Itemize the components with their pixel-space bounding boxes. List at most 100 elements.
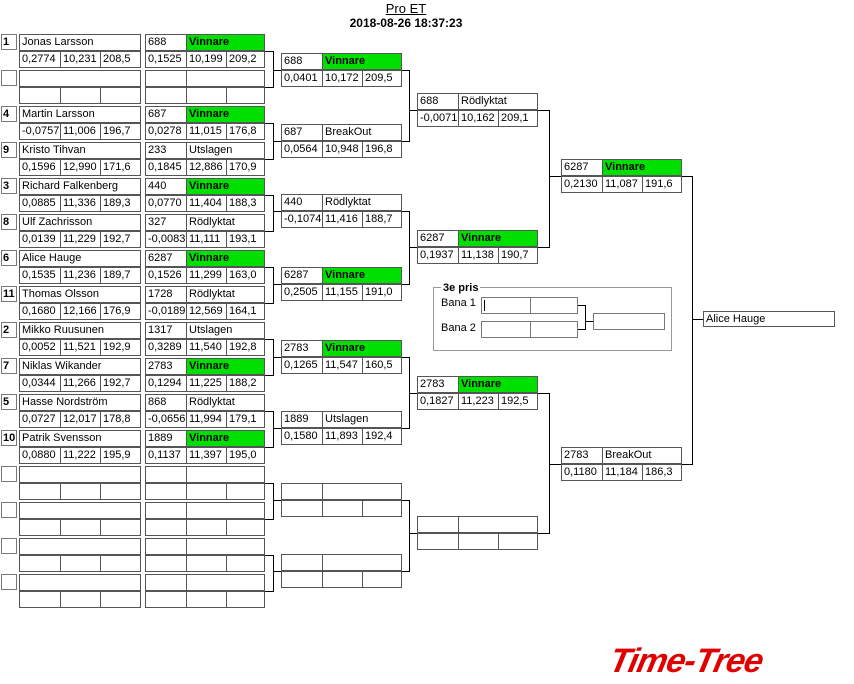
driver-name: Kristo Tihvan: [22, 144, 86, 156]
driver-name-row[interactable]: [19, 574, 141, 591]
result-times-row: [145, 555, 265, 572]
driver-name-row[interactable]: Jonas Larsson: [19, 34, 141, 51]
seed-number: [1, 466, 17, 482]
elapsed-time: [60, 520, 100, 535]
driver-name-row[interactable]: Ulf Zachrisson: [19, 214, 141, 231]
speed: 191,0: [362, 285, 401, 300]
elapsed-time: 10,199: [186, 52, 226, 67]
speed: [362, 572, 401, 587]
match-times-row: [281, 571, 402, 588]
seed-number: [1, 70, 17, 86]
lane-number: [282, 555, 322, 570]
seed-number: 1: [1, 34, 17, 50]
elapsed-time: 11,236: [60, 268, 100, 283]
reaction-time: -0,0083: [148, 233, 186, 245]
driver-name-row[interactable]: [19, 70, 141, 87]
match-result-row: [281, 554, 402, 571]
reaction-time: 0,0727: [22, 413, 56, 425]
race-result: Vinnare: [322, 268, 401, 283]
speed: 189,3: [100, 196, 140, 211]
driver-name-row[interactable]: Mikko Ruusunen: [19, 322, 141, 339]
elapsed-time: 10,948: [322, 142, 362, 157]
elapsed-time: 11,006: [60, 124, 100, 139]
speed: 190,7: [498, 248, 537, 263]
race-result: Vinnare: [458, 231, 537, 246]
lane-number: 6287: [420, 232, 445, 244]
driver-name-row[interactable]: [19, 466, 141, 483]
lane-number: [146, 503, 186, 518]
elapsed-time: [60, 88, 100, 103]
driver-name: Mikko Ruusunen: [22, 324, 104, 336]
elapsed-time: 10,172: [322, 71, 362, 86]
reaction-time: [20, 88, 60, 103]
driver-name-row[interactable]: Alice Hauge: [19, 250, 141, 267]
seed-number: 5: [1, 394, 17, 410]
driver-name-row[interactable]: Richard Falkenberg: [19, 178, 141, 195]
speed: 171,6: [100, 160, 140, 175]
lane-number: 688: [148, 36, 167, 48]
speed: 163,0: [226, 268, 264, 283]
reaction-time: 0,0139: [22, 233, 56, 245]
race-result: [458, 517, 537, 532]
elapsed-time: 11,138: [458, 248, 498, 263]
result-row: [145, 538, 265, 555]
driver-name: Hasse Nordström: [22, 396, 108, 408]
driver-name: Martin Larsson: [22, 108, 95, 120]
race-result: Vinnare: [322, 341, 401, 356]
lane-number: [146, 467, 186, 482]
match-times-row: [417, 533, 538, 550]
driver-times-row: [19, 87, 141, 104]
result-times-row: [145, 519, 265, 536]
reaction-time: [20, 484, 60, 499]
driver-times-row: [19, 483, 141, 500]
driver-name-row[interactable]: Niklas Wikander: [19, 358, 141, 375]
reaction-time: 0,1526: [148, 269, 182, 281]
driver-name-row[interactable]: Kristo Tihvan: [19, 142, 141, 159]
reaction-time: 0,1180: [564, 466, 597, 478]
driver-name-row[interactable]: [19, 502, 141, 519]
reaction-time: 0,0564: [284, 143, 318, 155]
race-result: BreakOut: [322, 125, 401, 140]
reaction-time: 0,1525: [148, 53, 182, 65]
lane-number: [146, 539, 186, 554]
lane-number: 6287: [564, 161, 589, 173]
elapsed-time: 12,886: [186, 160, 226, 175]
driver-times-row: [19, 519, 141, 536]
driver-name-row[interactable]: Patrik Svensson: [19, 430, 141, 447]
driver-name: Ulf Zachrisson: [22, 216, 93, 228]
speed: [226, 556, 264, 571]
lane-number: 687: [148, 108, 167, 120]
result-row: 688 Vinnare: [145, 34, 265, 51]
driver-name-row[interactable]: Martin Larsson: [19, 106, 141, 123]
lane-2-input[interactable]: [481, 321, 578, 338]
race-result: Vinnare: [186, 431, 264, 446]
driver-name-row[interactable]: Thomas Olsson: [19, 286, 141, 303]
reaction-time: 0,1680: [22, 305, 56, 317]
seed-number: [1, 538, 17, 554]
lane-1-input[interactable]: [481, 297, 578, 314]
reaction-time: 0,2130: [564, 178, 598, 190]
speed: [100, 592, 140, 607]
race-result: Vinnare: [602, 160, 681, 175]
elapsed-time: 11,184: [602, 465, 642, 480]
elapsed-time: [186, 88, 226, 103]
driver-name: Patrik Svensson: [22, 432, 102, 444]
driver-name-row[interactable]: Hasse Nordström: [19, 394, 141, 411]
lane-number: 687: [284, 126, 303, 138]
driver-name-row[interactable]: [19, 538, 141, 555]
elapsed-time: 11,397: [186, 448, 226, 463]
race-result: Vinnare: [186, 35, 264, 50]
